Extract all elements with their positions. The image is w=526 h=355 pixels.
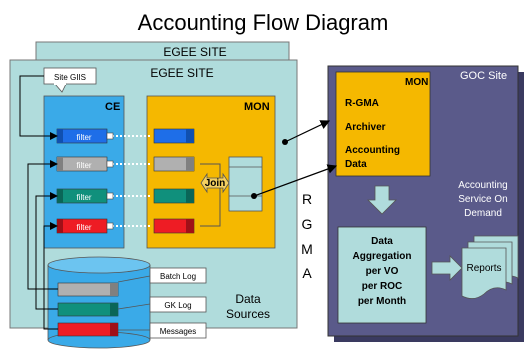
- goc-site-label: GOC Site: [460, 70, 507, 82]
- giis-connector: [19, 75, 58, 140]
- right-arrow: [431, 255, 463, 281]
- joined-table: [228, 156, 263, 212]
- mon-label: MON: [244, 101, 270, 113]
- goc-mon-line-3: Accounting: [345, 145, 400, 156]
- mon-table-3: [153, 188, 195, 204]
- aggregation-line-1: Data: [371, 236, 393, 247]
- service-line-3: Demand: [464, 208, 502, 219]
- egee-site-front-label: EGEE SITE: [150, 66, 213, 80]
- data-aggregation-box: [337, 226, 427, 324]
- service-line-1: Accounting: [458, 180, 507, 191]
- data-sources-label-line1: Data: [235, 292, 261, 306]
- batch-log-label-box: [149, 267, 207, 284]
- goc-mon-line-4: Data: [345, 159, 367, 170]
- filter-4: filter: [56, 218, 108, 234]
- svg-text:filter: filter: [76, 223, 91, 232]
- svg-text:filter: filter: [76, 133, 91, 142]
- mon-table-1: [153, 128, 195, 144]
- rgma-letter-a: A: [302, 265, 312, 281]
- aggregation-line-2: Aggregation: [353, 251, 412, 262]
- batch-log-label: Batch Log: [160, 272, 196, 281]
- log-connectors: [27, 160, 58, 330]
- svg-text:filter: filter: [76, 193, 91, 202]
- log-bar-messages: [57, 322, 119, 337]
- filter-3: filter: [56, 188, 108, 204]
- egee-site-back-label: EGEE SITE: [163, 45, 226, 59]
- rgma-arrow-top: [282, 120, 331, 145]
- reports-stack: [461, 235, 519, 299]
- site-giis-label: Site GIIS: [54, 73, 86, 82]
- aggregation-line-3: per VO: [366, 266, 399, 277]
- join-label: Join: [205, 178, 226, 189]
- reports-label: Reports: [466, 263, 501, 274]
- data-sources-label-line2: Sources: [226, 307, 270, 321]
- service-line-2: Service On: [458, 194, 507, 205]
- filter-to-mon-links: [112, 135, 152, 227]
- log-bar-gk: [57, 302, 119, 317]
- filter-2: filter: [56, 156, 108, 172]
- log-bar-batch: [57, 282, 119, 297]
- down-arrow: [367, 185, 397, 215]
- filter-1: filter: [56, 128, 108, 144]
- aggregation-line-5: per Month: [358, 296, 406, 307]
- svg-text:filter: filter: [76, 161, 91, 170]
- mon-table-4: [153, 218, 195, 234]
- rgma-letter-r: R: [302, 191, 312, 207]
- rgma-arrow-bottom: [251, 164, 338, 199]
- messages-label: Messages: [160, 327, 196, 336]
- ce-label: CE: [105, 101, 120, 113]
- messages-label-box: [149, 322, 207, 339]
- rgma-letter-g: G: [302, 216, 313, 232]
- goc-mon-box: [335, 71, 431, 177]
- goc-mon-label: MON: [405, 77, 428, 88]
- rgma-letter-m: M: [301, 241, 313, 257]
- gk-log-label: GK Log: [164, 301, 191, 310]
- aggregation-line-4: per ROC: [362, 281, 403, 292]
- mon-table-2: [153, 156, 195, 172]
- gk-log-label-box: [149, 296, 207, 313]
- goc-mon-line-2: Archiver: [345, 122, 386, 133]
- join-bracket: [200, 163, 221, 227]
- diagram-title: Accounting Flow Diagram: [138, 10, 389, 35]
- goc-mon-line-1: R-GMA: [345, 98, 379, 109]
